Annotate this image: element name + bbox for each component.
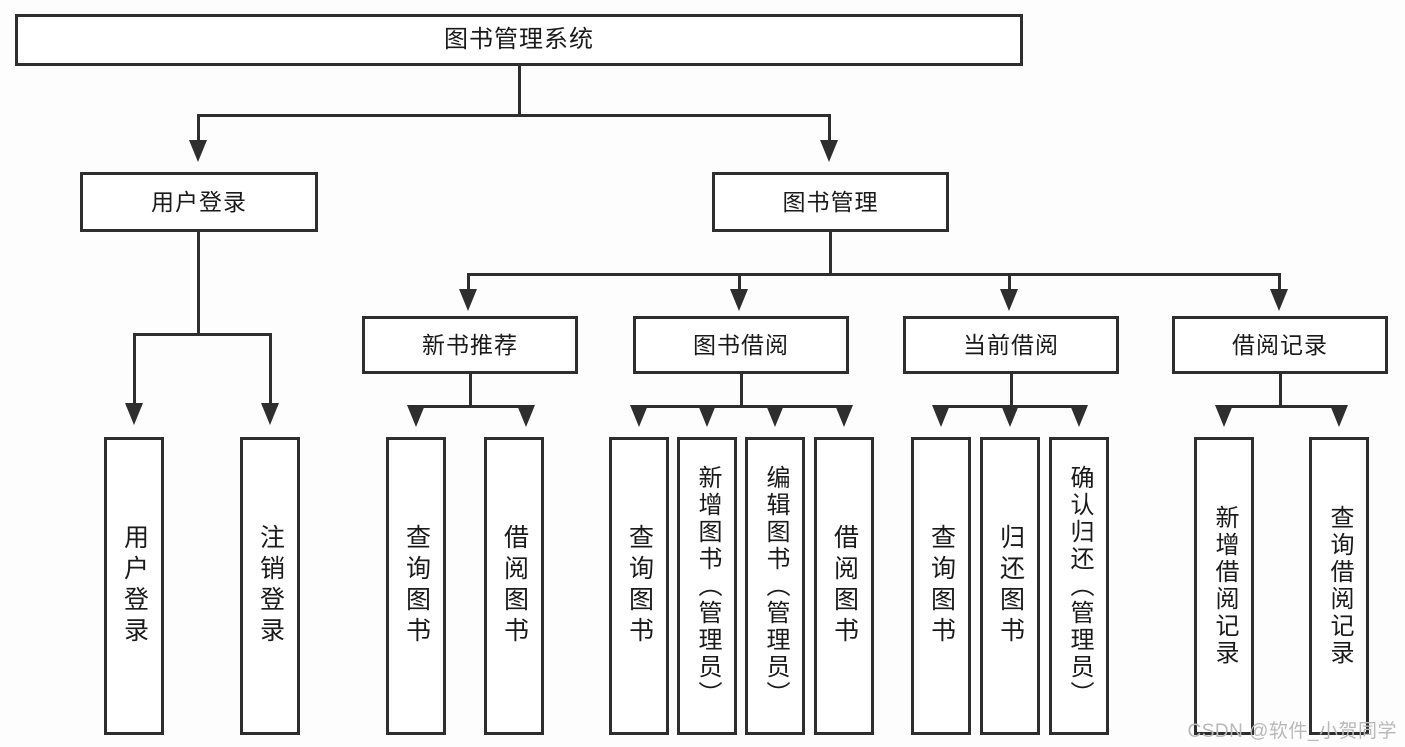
node-label: 当前借阅 bbox=[963, 331, 1059, 358]
node-label: 确认归还（管理员） bbox=[1065, 464, 1093, 708]
connector-nbr-bar bbox=[415, 405, 525, 408]
leaf-add-book-admin[interactable]: 新增图书（管理员） bbox=[677, 437, 737, 735]
node-label: 用户登录 bbox=[120, 524, 149, 648]
connector-bm-drop-2 bbox=[738, 273, 741, 291]
node-label: 图书借阅 bbox=[693, 331, 789, 358]
node-label: 查询图书 bbox=[402, 524, 431, 648]
node-book-management[interactable]: 图书管理 bbox=[712, 172, 949, 232]
connector-bb-bar bbox=[638, 405, 843, 408]
node-label: 新增借阅记录 bbox=[1210, 505, 1238, 667]
leaf-edit-book-admin[interactable]: 编辑图书（管理员） bbox=[745, 437, 805, 735]
arrowhead-bb-leaf-4 bbox=[835, 405, 853, 427]
arrowhead-br-leaf-2 bbox=[1330, 405, 1348, 427]
node-label: 新书推荐 bbox=[422, 331, 518, 358]
connector-user-login-bar bbox=[133, 333, 272, 336]
node-label: 借阅图书 bbox=[500, 524, 529, 648]
arrowhead-bm-to-new-book-recommend bbox=[459, 289, 477, 311]
arrowhead-root-to-book-manage bbox=[820, 140, 838, 162]
arrowhead-user-login-leaf-2 bbox=[261, 403, 279, 425]
node-borrow-record[interactable]: 借阅记录 bbox=[1172, 316, 1388, 374]
connector-bb-stem bbox=[740, 374, 743, 408]
arrowhead-bb-leaf-2 bbox=[698, 405, 716, 427]
arrowhead-cb-leaf-2 bbox=[1001, 405, 1019, 427]
connector-user-login-drop-2 bbox=[269, 333, 272, 405]
leaf-query-book-recommend[interactable]: 查询图书 bbox=[386, 437, 446, 735]
node-label: 查询图书 bbox=[625, 524, 654, 648]
leaf-return-book[interactable]: 归还图书 bbox=[980, 437, 1040, 735]
node-root-book-management-system[interactable]: 图书管理系统 bbox=[15, 14, 1023, 66]
node-label: 查询借阅记录 bbox=[1325, 505, 1353, 667]
leaf-logout-login[interactable]: 注销登录 bbox=[240, 437, 300, 735]
node-user-login[interactable]: 用户登录 bbox=[80, 172, 318, 232]
connector-root-to-book-manage bbox=[828, 114, 831, 142]
arrowhead-nbr-leaf-1 bbox=[407, 405, 425, 427]
node-book-borrow[interactable]: 图书借阅 bbox=[633, 316, 849, 374]
node-label: 图书管理 bbox=[782, 188, 879, 215]
arrowhead-cb-leaf-3 bbox=[1070, 405, 1088, 427]
connector-user-login-stem bbox=[197, 232, 200, 336]
connector-cb-stem bbox=[1010, 374, 1013, 408]
arrowhead-br-leaf-1 bbox=[1215, 405, 1233, 427]
connector-book-manage-stem bbox=[829, 232, 832, 276]
arrowhead-user-login-leaf-1 bbox=[125, 403, 143, 425]
node-label: 借阅记录 bbox=[1232, 331, 1328, 358]
arrowhead-bb-leaf-1 bbox=[630, 405, 648, 427]
node-label: 归还图书 bbox=[996, 524, 1025, 648]
arrowhead-bm-to-book-borrow bbox=[730, 289, 748, 311]
connector-br-bar bbox=[1223, 405, 1338, 408]
connector-root-bar bbox=[197, 114, 831, 117]
connector-bm-drop-3 bbox=[1008, 273, 1011, 291]
connector-book-manage-bar bbox=[467, 273, 1281, 276]
node-new-book-recommend[interactable]: 新书推荐 bbox=[362, 316, 578, 374]
leaf-query-book-current[interactable]: 查询图书 bbox=[911, 437, 971, 735]
connector-root-to-user-login bbox=[197, 114, 200, 142]
node-label: 借阅图书 bbox=[830, 524, 859, 648]
node-label: 编辑图书（管理员） bbox=[761, 464, 789, 708]
node-label: 新增图书（管理员） bbox=[693, 464, 721, 708]
arrowhead-cb-leaf-1 bbox=[932, 405, 950, 427]
arrowhead-bm-to-current-borrow bbox=[1000, 289, 1018, 311]
node-label: 图书管理系统 bbox=[444, 26, 594, 54]
connector-root-stem bbox=[518, 66, 521, 116]
leaf-confirm-return-admin[interactable]: 确认归还（管理员） bbox=[1049, 437, 1109, 735]
node-label: 注销登录 bbox=[256, 524, 285, 648]
arrowhead-nbr-leaf-2 bbox=[517, 405, 535, 427]
leaf-query-borrow-record[interactable]: 查询借阅记录 bbox=[1309, 437, 1369, 735]
connector-user-login-drop-1 bbox=[133, 333, 136, 405]
connector-bm-drop-4 bbox=[1278, 273, 1281, 291]
node-current-borrow[interactable]: 当前借阅 bbox=[903, 316, 1119, 374]
node-label: 用户登录 bbox=[151, 188, 247, 215]
leaf-borrow-book-recommend[interactable]: 借阅图书 bbox=[484, 437, 544, 735]
connector-br-stem bbox=[1279, 374, 1282, 408]
leaf-query-book-borrow[interactable]: 查询图书 bbox=[609, 437, 669, 735]
leaf-user-login[interactable]: 用户登录 bbox=[104, 437, 164, 735]
connector-nbr-stem bbox=[469, 374, 472, 408]
connector-bm-drop-1 bbox=[467, 273, 470, 291]
arrowhead-bm-to-borrow-record bbox=[1270, 289, 1288, 311]
leaf-borrow-book-borrow[interactable]: 借阅图书 bbox=[814, 437, 874, 735]
node-label: 查询图书 bbox=[927, 524, 956, 648]
leaf-add-borrow-record[interactable]: 新增借阅记录 bbox=[1194, 437, 1254, 735]
arrowhead-bb-leaf-3 bbox=[766, 405, 784, 427]
arrowhead-root-to-user-login bbox=[189, 140, 207, 162]
